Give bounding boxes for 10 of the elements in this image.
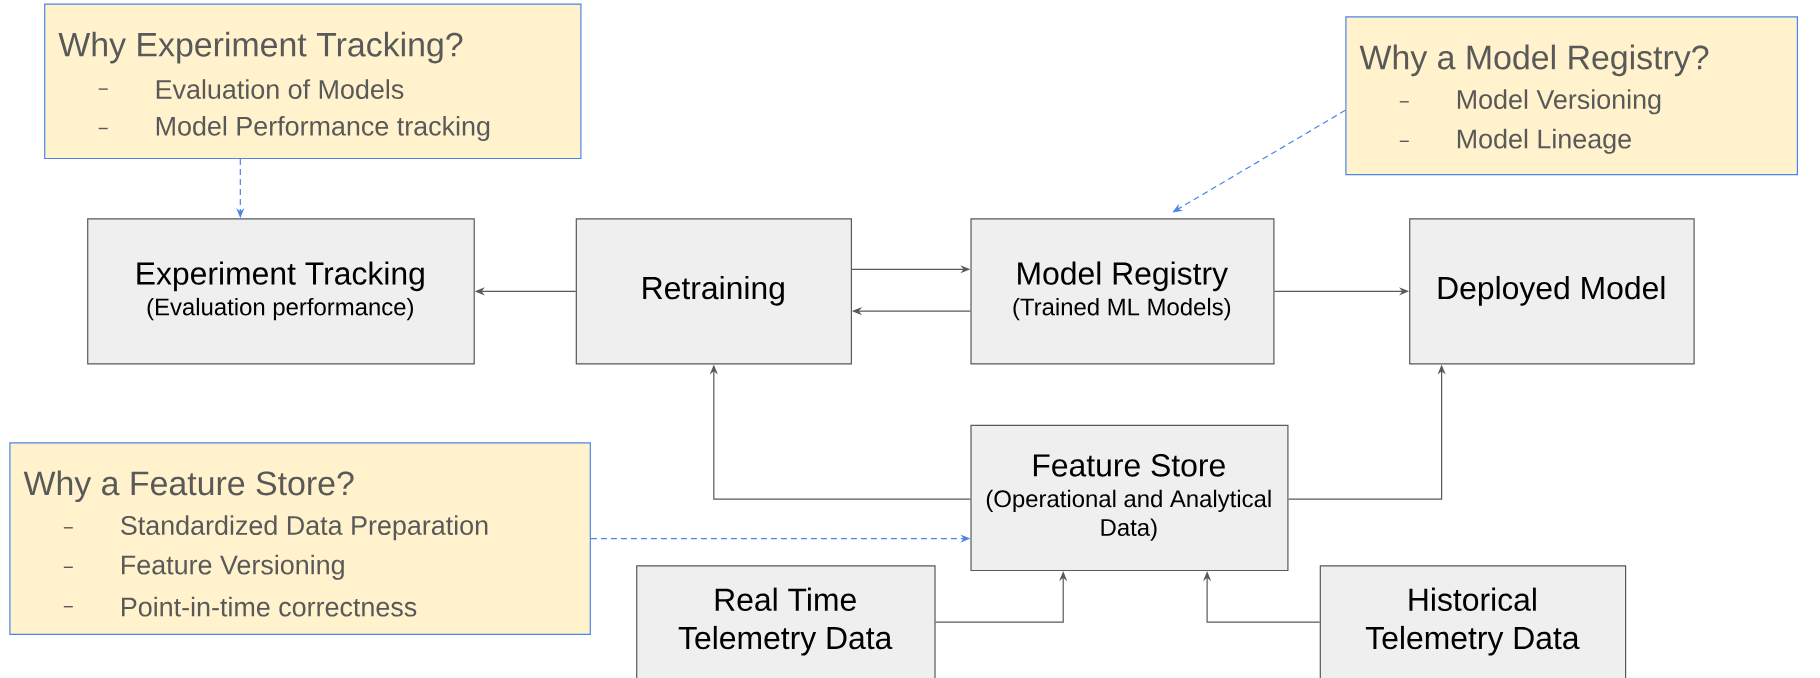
process-box: Model Registry (Trained ML Models) — [970, 218, 1275, 365]
callout-box: Why Experiment Tracking? Evaluation of Models Model Performance tracking — [44, 3, 582, 160]
process-box: Experiment Tracking (Evaluation performance) — [87, 218, 475, 365]
process-box: Historical Telemetry Data — [1319, 565, 1627, 678]
process-box: Feature Store (Operational and Analytical Data) — [970, 424, 1289, 572]
process-box: Retraining — [575, 218, 852, 365]
process-box: Deployed Model — [1409, 218, 1695, 365]
process-box: Real Time Telemetry Data — [636, 565, 936, 678]
callout-box: Why a Feature Store? Standardized Data Preparation Feature Versioning Point-in-time correctness — [9, 442, 591, 635]
callout-box: Why a Model Registry? Model Versioning Model Lineage — [1345, 16, 1798, 176]
